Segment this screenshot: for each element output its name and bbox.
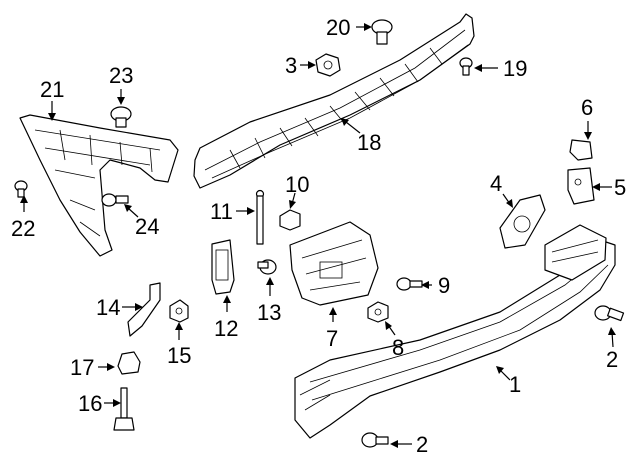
callout-1: 1 — [509, 372, 521, 397]
callout-2-upper: 2 — [606, 347, 618, 372]
callout-7: 7 — [326, 326, 338, 351]
part-23-push-pin — [110, 106, 132, 128]
part-6-clip — [569, 139, 593, 161]
part-2-bolt-lower — [361, 432, 389, 448]
part-24-screw — [101, 193, 129, 207]
part-17-clip — [117, 351, 141, 375]
callout-22: 22 — [11, 216, 35, 241]
callout-9: 9 — [438, 273, 450, 298]
part-12-bracket — [211, 239, 235, 295]
callout-24: 24 — [135, 214, 159, 239]
part-2-bolt-upper — [594, 305, 625, 322]
callout-14: 14 — [96, 295, 120, 320]
part-10-nut — [279, 209, 301, 231]
callout-13: 13 — [257, 300, 281, 325]
callout-11: 11 — [210, 199, 233, 224]
callout-5: 5 — [614, 175, 626, 200]
part-13-bolt — [257, 259, 277, 275]
part-5-bracket — [567, 167, 595, 205]
callout-15: 15 — [167, 343, 191, 368]
part-4-mount-plate — [499, 194, 546, 249]
callout-18: 18 — [357, 130, 381, 155]
callout-17: 17 — [70, 355, 94, 380]
callout-16: 16 — [78, 391, 102, 416]
part-3-nut — [315, 53, 341, 77]
part-14-clip-bracket — [127, 282, 161, 337]
part-15-nut — [169, 299, 189, 323]
callout-19: 19 — [503, 56, 527, 81]
callout-21: 21 — [40, 77, 64, 102]
callout-labels: 20 3 19 23 21 18 6 4 5 10 11 22 24 9 14 … — [11, 15, 626, 457]
callout-10: 10 — [285, 172, 309, 197]
callout-6: 6 — [581, 95, 593, 120]
part-21-side-bracket — [19, 114, 179, 257]
part-7-mount-bracket — [289, 221, 379, 306]
part-11-long-bolt — [255, 189, 265, 245]
part-20-push-pin — [371, 19, 393, 45]
callout-4: 4 — [490, 171, 502, 196]
part-18-energy-absorber — [193, 13, 475, 189]
callout-3: 3 — [285, 53, 297, 78]
part-22-screw — [14, 180, 28, 198]
part-16-bolt — [113, 387, 135, 431]
callout-20: 20 — [326, 15, 350, 40]
part-9-screw — [396, 277, 423, 291]
callout-8: 8 — [392, 335, 404, 360]
callout-2-lower: 2 — [416, 432, 428, 457]
part-8-nut — [367, 301, 389, 323]
callout-12: 12 — [214, 316, 238, 341]
part-1-bumper-beam — [294, 224, 616, 439]
callout-23: 23 — [109, 63, 133, 88]
part-19-screw — [459, 57, 473, 76]
leader-lines — [20, 23, 616, 448]
